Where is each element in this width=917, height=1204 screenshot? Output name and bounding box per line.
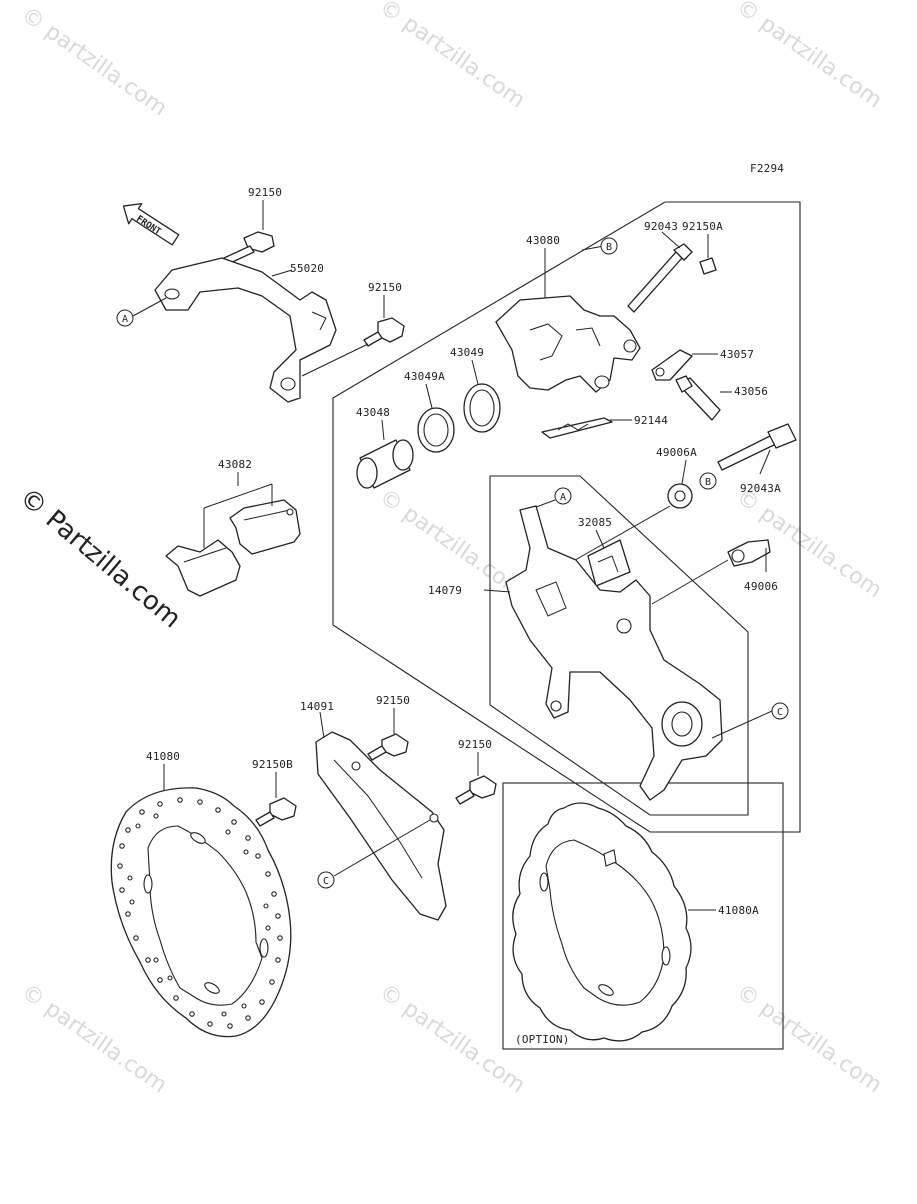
- label-92150-top: 92150: [248, 186, 282, 199]
- caliper-assembly-frame: [332, 201, 801, 833]
- brake-disc-41080A: [512, 802, 692, 1042]
- spring-plate-92144: [541, 417, 613, 439]
- bolt-92150-bracket: [363, 317, 405, 347]
- label-43080: 43080: [526, 234, 560, 247]
- bracket-subassembly-frame: [489, 475, 749, 816]
- watermark: © partzilla.com: [17, 979, 172, 1098]
- label-92144: 92144: [634, 414, 668, 427]
- label-55020: 55020: [290, 262, 324, 275]
- callout-a-2: A: [560, 492, 566, 503]
- watermark: © partzilla.com: [17, 2, 172, 121]
- label-92043: 92043: [644, 220, 678, 233]
- seal-43049A: [417, 407, 455, 453]
- label-43056: 43056: [734, 385, 768, 398]
- boot-49006A: [667, 483, 693, 509]
- boot-49006: [727, 539, 771, 567]
- pin-92043A: [717, 423, 797, 471]
- pin-92043: [627, 243, 693, 313]
- cap-92150A: [699, 257, 717, 275]
- watermark: © partzilla.com: [732, 0, 887, 113]
- seal-43049: [463, 383, 501, 433]
- label-92150A: 92150A: [682, 220, 723, 233]
- watermark: © partzilla.com: [375, 979, 530, 1098]
- disc-guard-14091: [315, 731, 447, 921]
- front-arrow-icon: FRONT: [122, 202, 180, 246]
- label-43057: 43057: [720, 348, 754, 361]
- label-43082: 43082: [218, 458, 252, 471]
- label-92150B: 92150B: [252, 758, 293, 771]
- disc-holes: [117, 797, 283, 1029]
- label-92043A: 92043A: [740, 482, 781, 495]
- callout-b-2: B: [705, 477, 711, 488]
- brake-disc-41080: [110, 787, 292, 1038]
- bolt-92150-guard-2: [455, 775, 497, 805]
- label-92150-guard-2: 92150: [458, 738, 492, 751]
- bleeder-valve-43056: [675, 375, 721, 421]
- watermark: © partzilla.com: [375, 0, 530, 113]
- watermark-large: © Partzilla.com: [14, 482, 187, 634]
- callout-a: A: [122, 314, 128, 325]
- bracket-55020: [154, 257, 337, 403]
- label-43049A: 43049A: [404, 370, 445, 383]
- bolt-92150-guard: [367, 733, 409, 761]
- callout-b: B: [606, 242, 612, 253]
- bleeder-cap-43057: [651, 349, 693, 381]
- callout-c: C: [777, 707, 783, 718]
- caliper-43080: [495, 295, 641, 393]
- pad-spring-32085: [587, 539, 631, 587]
- label-43049: 43049: [450, 346, 484, 359]
- option-label: (OPTION): [515, 1033, 570, 1046]
- bolt-92150-top: [223, 231, 275, 265]
- caliper-bracket-14079: [505, 505, 723, 801]
- label-49006: 49006: [744, 580, 778, 593]
- label-14079: 14079: [428, 584, 462, 597]
- label-49006A: 49006A: [656, 446, 697, 459]
- label-92150-bracket: 92150: [368, 281, 402, 294]
- piston-43048: [356, 439, 414, 489]
- brake-pads-43082: [165, 499, 301, 597]
- label-41080: 41080: [146, 750, 180, 763]
- label-32085: 32085: [578, 516, 612, 529]
- label-92150-guard: 92150: [376, 694, 410, 707]
- label-41080A: 41080A: [718, 904, 759, 917]
- bolt-92150B: [255, 797, 297, 827]
- label-43048: 43048: [356, 406, 390, 419]
- watermark: © partzilla.com: [732, 979, 887, 1098]
- callout-c-2: C: [323, 876, 329, 887]
- figure-code: F2294: [750, 162, 784, 175]
- label-14091: 14091: [300, 700, 334, 713]
